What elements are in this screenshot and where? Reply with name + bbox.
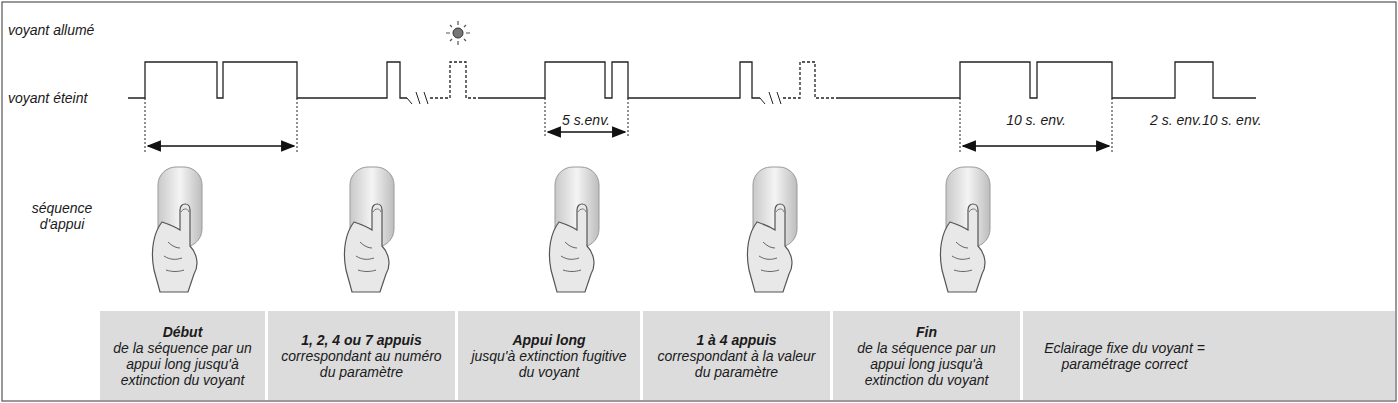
break-mark xyxy=(760,92,781,104)
step-heading: 1 à 4 appuis xyxy=(696,332,776,348)
step-text: jusqu'à extinction fugitive du voyant xyxy=(466,348,632,380)
press-hand xyxy=(940,167,990,292)
step-text: Eclairage fixe du voyant = paramétrage c… xyxy=(1037,340,1212,372)
step-band: Appui longjusqu'à extinction fugitive du… xyxy=(458,311,640,400)
step-heading: Début xyxy=(163,324,203,340)
step-heading: Appui long xyxy=(512,332,585,348)
step-text: de la séquence par un appui long jusqu'à… xyxy=(841,340,1012,388)
led-waveform xyxy=(478,62,760,98)
step-heading: Fin xyxy=(916,324,937,340)
axis-label: voyant allumé xyxy=(8,22,94,38)
led-waveform-dashed xyxy=(430,62,478,98)
press-hand xyxy=(344,167,394,292)
led-icon xyxy=(446,21,470,45)
step-band: Finde la séquence par un appui long jusq… xyxy=(833,311,1020,400)
led-waveform xyxy=(838,62,1256,98)
led-waveform xyxy=(128,62,407,98)
step-text: de la séquence par un appui long jusqu'à… xyxy=(108,340,257,388)
dimension-guides xyxy=(145,98,1112,152)
axis-label: voyant éteint xyxy=(8,90,87,106)
step-heading: 1, 2, 4 ou 7 appuis xyxy=(301,332,422,348)
dimension-arrows xyxy=(148,132,1109,146)
press-hand xyxy=(152,167,202,292)
step-band: 1 à 4 appuiscorrespondant à la valeur du… xyxy=(643,311,830,400)
press-hand xyxy=(549,167,599,292)
step-band: 1, 2, 4 ou 7 appuiscorrespondant au numé… xyxy=(268,311,455,400)
axis-label: séquence d'appui xyxy=(12,200,112,232)
step-band: Débutde la séquence par un appui long ju… xyxy=(100,311,265,400)
duration-label: 5 s.env. xyxy=(562,112,610,128)
break-mark xyxy=(407,92,428,104)
duration-label: 2 s. env.10 s. env. xyxy=(1150,112,1262,128)
step-band: Eclairage fixe du voyant = paramétrage c… xyxy=(1023,311,1395,400)
step-text: correspondant au numéro du paramètre xyxy=(276,348,447,380)
press-hand xyxy=(747,167,797,292)
step-text: correspondant à la valeur du paramètre xyxy=(651,348,822,380)
duration-label: 10 s. env. xyxy=(1006,112,1066,128)
led-waveform-dashed xyxy=(783,62,838,98)
